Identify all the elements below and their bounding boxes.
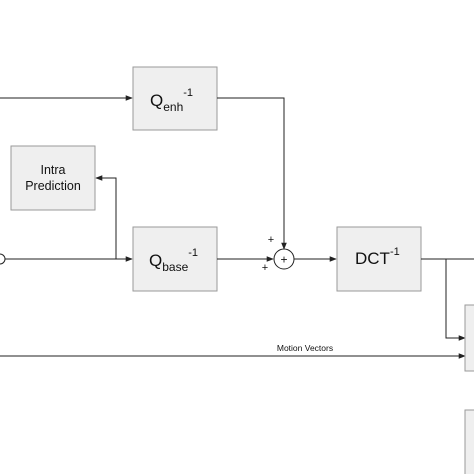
intra-prediction-block: Intra Prediction <box>10 145 96 211</box>
adder-node: + <box>273 248 295 270</box>
q-base-main: Q <box>149 251 162 270</box>
adder-sign-top: + <box>268 234 274 246</box>
svg-text:Qbase-1: Qbase-1 <box>149 247 198 274</box>
wire-dct-output <box>421 258 466 341</box>
wire-base-to-intra <box>95 175 117 259</box>
input-junction <box>0 253 6 265</box>
right-partial-block-upper <box>464 304 474 372</box>
right-partial-block-lower <box>464 409 474 474</box>
q-enh-sub: enh <box>163 100 183 114</box>
dct-main: DCT <box>355 249 390 268</box>
q-enh-main: Q <box>150 91 163 110</box>
wire-qenh-to-adder <box>217 97 287 250</box>
intra-line1: Intra <box>40 163 65 177</box>
q-base-sub: base <box>162 260 188 274</box>
adder-symbol: + <box>280 253 287 267</box>
q-enh-inverse-block: Qenh-1 <box>132 66 218 131</box>
motion-vectors-label: Motion Vectors <box>277 343 333 353</box>
q-enh-sup: -1 <box>183 87 193 99</box>
dct-inverse-block: DCT-1 <box>336 226 422 292</box>
dct-sup: -1 <box>390 246 400 258</box>
svg-text:DCT-1: DCT-1 <box>355 246 400 268</box>
intra-line2: Prediction <box>25 179 81 193</box>
adder-sign-left: + <box>262 262 268 274</box>
svg-text:Qenh-1: Qenh-1 <box>150 87 193 114</box>
q-base-sup: -1 <box>188 247 198 259</box>
q-base-inverse-block: Qbase-1 <box>132 226 218 292</box>
